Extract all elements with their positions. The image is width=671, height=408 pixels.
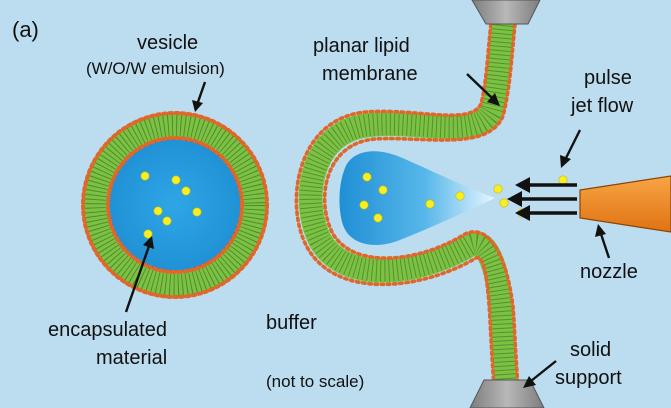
solid-support-label-line1: solid <box>570 339 612 361</box>
jet-flow-arrows <box>507 177 577 221</box>
panel-label: (a) <box>12 17 39 42</box>
encapsulated-label-line2: material <box>96 347 168 369</box>
planar-membrane <box>294 0 522 408</box>
pulse-label-line1: pulse <box>584 67 632 89</box>
nozzle-shape <box>579 175 671 233</box>
encapsulated-label-line1: encapsulated <box>48 319 167 341</box>
solid-support-top <box>471 0 541 25</box>
buffer-label: buffer <box>266 312 317 334</box>
nozzle-label: nozzle <box>580 261 638 283</box>
planar-membrane-label-line2: membrane <box>322 63 418 85</box>
vesicle <box>81 111 269 299</box>
vesicle-particles <box>140 171 202 239</box>
vesicle-inner-heads <box>106 136 244 274</box>
planar-membrane-label-line1: planar lipid <box>313 35 410 57</box>
vesicle-label: vesicle <box>137 32 199 54</box>
leader-arrows <box>124 73 611 388</box>
not-to-scale-label: (not to scale) <box>266 372 365 391</box>
vesicle-outer-heads <box>81 111 269 299</box>
solid-support-label-line2: support <box>555 367 622 389</box>
pulse-label-line2: jet flow <box>571 95 634 117</box>
emulsion-label: (W/O/W emulsion) <box>86 59 225 78</box>
